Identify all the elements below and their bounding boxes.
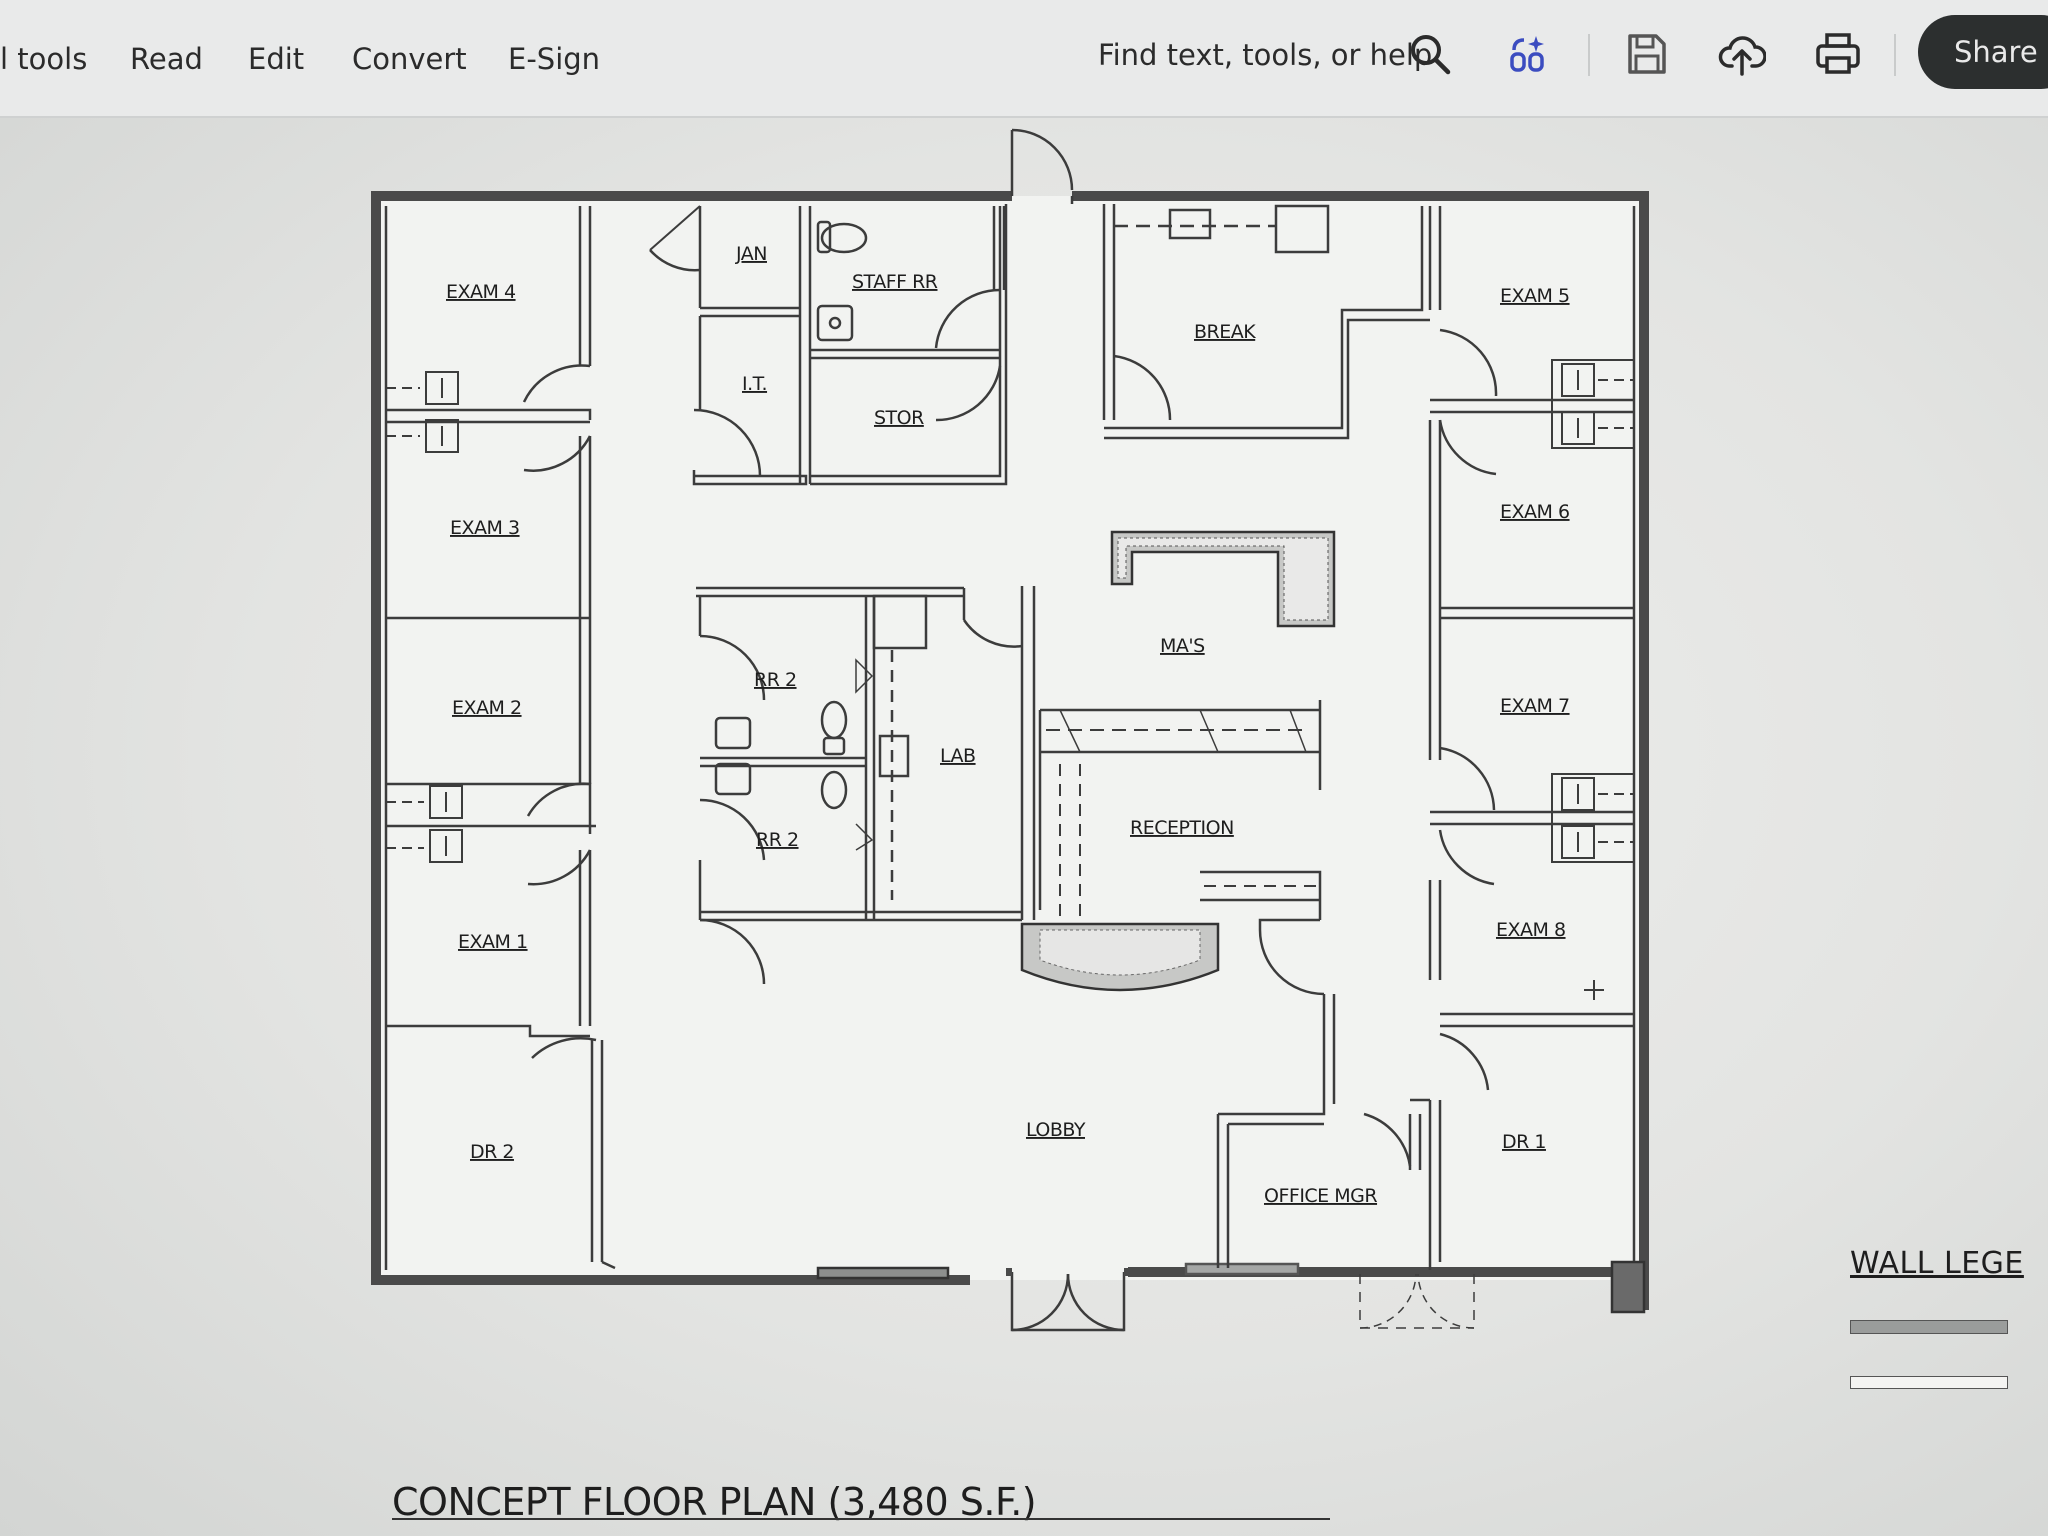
wall-legend-title: WALL LEGE xyxy=(1850,1246,2024,1281)
plan-title: CONCEPT FLOOR PLAN (3,480 S.F.) xyxy=(392,1480,1037,1524)
menu-read[interactable]: Read xyxy=(130,42,203,76)
room-label-jan: JAN xyxy=(735,243,767,265)
legend-swatch-new-wall xyxy=(1850,1376,2008,1389)
toolbar-separator xyxy=(1894,34,1896,76)
room-label-lab: LAB xyxy=(940,745,976,767)
room-label-exam-4: EXAM 4 xyxy=(446,281,516,303)
floor-plan-drawing: EXAM 4 EXAM 3 EXAM 2 EXAM 1 DR 2 JAN I.T… xyxy=(371,128,1649,1332)
search-icon[interactable] xyxy=(1406,30,1454,78)
mas-counter xyxy=(1110,530,1336,628)
plan-title-underline xyxy=(392,1518,1330,1520)
room-label-exam-8: EXAM 8 xyxy=(1496,919,1566,941)
cloud-upload-icon[interactable] xyxy=(1718,30,1766,78)
search-field[interactable]: Find text, tools, or help xyxy=(1098,38,1433,72)
room-label-break: BREAK xyxy=(1194,321,1256,343)
room-label-rr-2-top: RR 2 xyxy=(754,669,797,691)
menu-all-tools[interactable]: l tools xyxy=(0,42,88,76)
room-label-reception: RECEPTION xyxy=(1130,817,1234,839)
room-label-lobby: LOBBY xyxy=(1026,1119,1086,1141)
room-label-rr-2-bottom: RR 2 xyxy=(756,829,799,851)
legend-swatch-existing-wall xyxy=(1850,1320,2008,1334)
room-label-exam-6: EXAM 6 xyxy=(1500,501,1570,523)
room-label-exam-7: EXAM 7 xyxy=(1500,695,1570,717)
app-toolbar: l tools Read Edit Convert E-Sign Find te… xyxy=(0,0,2048,118)
building-floor xyxy=(376,196,1644,1280)
toolbar-separator xyxy=(1588,34,1590,76)
room-labels: EXAM 4 EXAM 3 EXAM 2 EXAM 1 DR 2 JAN I.T… xyxy=(446,243,1570,1207)
print-icon[interactable] xyxy=(1814,30,1862,78)
room-label-exam-2: EXAM 2 xyxy=(452,697,522,719)
menu-convert[interactable]: Convert xyxy=(352,42,467,76)
room-label-office-mgr: OFFICE MGR xyxy=(1264,1185,1377,1207)
room-label-dr-1: DR 1 xyxy=(1502,1131,1546,1153)
room-label-dr-2: DR 2 xyxy=(470,1141,514,1163)
room-label-exam-3: EXAM 3 xyxy=(450,517,520,539)
ai-assistant-icon[interactable] xyxy=(1504,30,1552,78)
room-label-stor: STOR xyxy=(874,407,924,429)
menu-esign[interactable]: E-Sign xyxy=(508,42,601,76)
room-label-it: I.T. xyxy=(742,373,767,395)
menu-edit[interactable]: Edit xyxy=(248,42,305,76)
room-label-exam-1: EXAM 1 xyxy=(458,931,528,953)
room-label-exam-5: EXAM 5 xyxy=(1500,285,1570,307)
share-button[interactable]: Share xyxy=(1918,15,2048,89)
save-icon[interactable] xyxy=(1622,30,1670,78)
room-label-mas: MA'S xyxy=(1160,635,1205,657)
room-label-staff-rr: STAFF RR xyxy=(852,271,938,293)
